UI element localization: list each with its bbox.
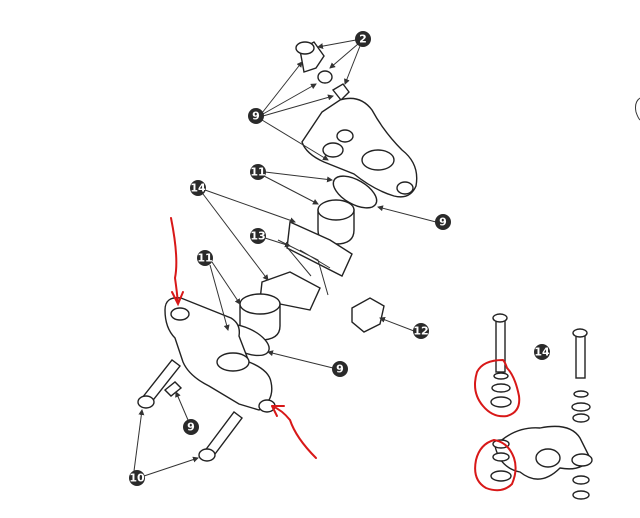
- svg-text:11: 11: [250, 166, 265, 179]
- callout-10: 10: [129, 470, 145, 486]
- svg-text:9: 9: [252, 110, 260, 123]
- svg-text:12: 12: [413, 325, 428, 338]
- pad-retainer-clip: [351, 297, 385, 333]
- red-arrow-right: [271, 405, 317, 459]
- red-circle-lower-washers: [474, 439, 517, 492]
- mounting-hardware-inset: [490, 313, 593, 500]
- bleed-nipple: [163, 381, 183, 397]
- lower-caliper-body: [164, 297, 276, 413]
- callout-9-mid: 9: [332, 361, 348, 377]
- pad-spring: [277, 239, 331, 296]
- svg-text:9: 9: [439, 216, 447, 229]
- callout-12: 12: [413, 323, 429, 339]
- svg-text:14: 14: [534, 346, 550, 359]
- red-annotations: [170, 217, 521, 492]
- svg-text:10: 10: [129, 472, 145, 485]
- svg-text:11: 11: [197, 252, 212, 265]
- bolt-head-upper: [137, 395, 155, 409]
- callout-11-lower: 11: [197, 250, 213, 266]
- callout-13: 13: [250, 228, 266, 244]
- callout-14-inset: 14: [534, 344, 550, 360]
- upper-caliper-body: [295, 41, 418, 198]
- red-circle-upper-washers: [474, 359, 521, 418]
- callout-9-right: 9: [435, 214, 451, 230]
- red-arrow-left: [170, 217, 184, 307]
- svg-text:14: 14: [190, 182, 206, 195]
- svg-text:13: 13: [250, 230, 265, 243]
- callout-11-upper: 11: [250, 164, 266, 180]
- callout-14-left: 14: [190, 180, 206, 196]
- leader-lines: [133, 39, 437, 477]
- svg-text:2: 2: [359, 33, 367, 46]
- callout-9-top: 9: [248, 108, 264, 124]
- cropped-edge-mark: [635, 97, 640, 121]
- bolt-head-lower: [198, 448, 216, 462]
- callout-9-bottom: 9: [183, 419, 199, 435]
- callout-2: 2: [355, 31, 371, 47]
- svg-text:9: 9: [336, 363, 344, 376]
- svg-text:9: 9: [187, 421, 195, 434]
